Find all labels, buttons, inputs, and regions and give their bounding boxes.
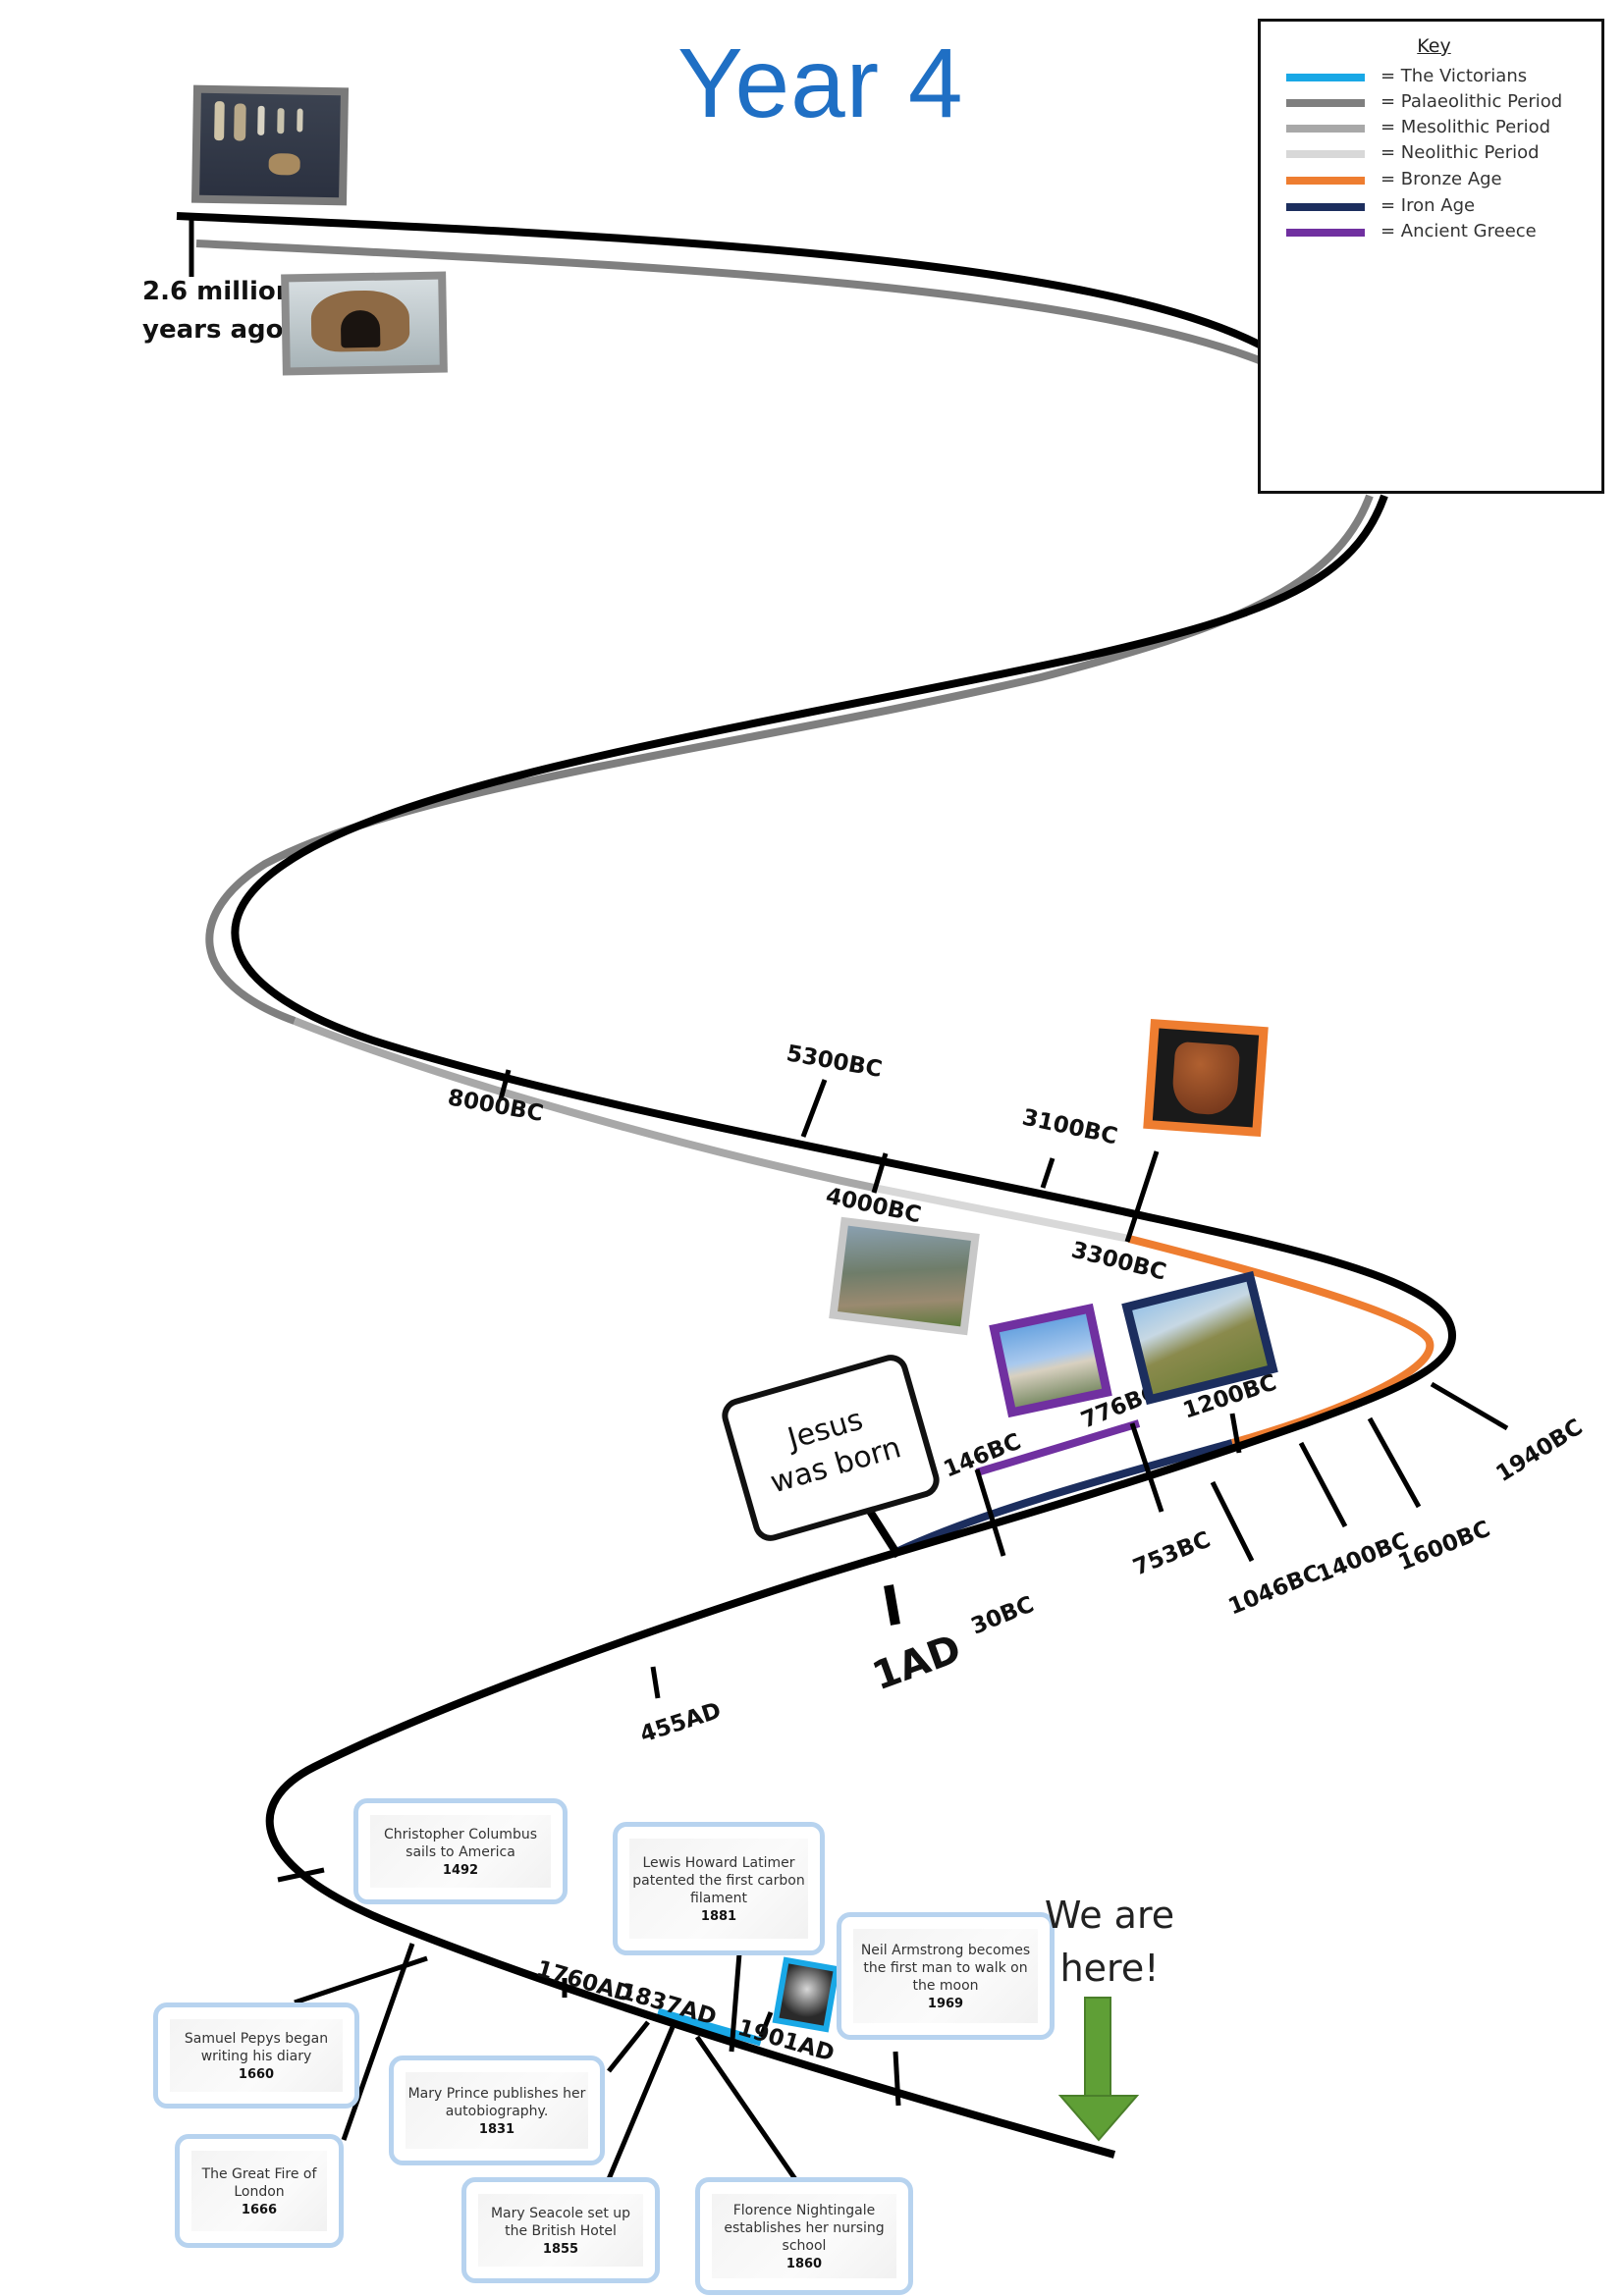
neolithic-band — [873, 1184, 1130, 1243]
event-card-pepys: Samuel Pepys began writing his diary 166… — [153, 2002, 359, 2109]
key-swatch — [1286, 177, 1365, 185]
key-swatch — [1286, 150, 1365, 158]
we-are-here-note: We are here! — [1041, 1889, 1178, 1995]
event-text: Christopher Columbus sails to America — [383, 1826, 538, 1860]
skull-photo — [281, 271, 448, 376]
event-card-great-fire: The Great Fire of London 1666 — [175, 2134, 344, 2248]
date-ticks — [189, 214, 1509, 2181]
event-text: Samuel Pepys began writing his diary — [184, 2030, 329, 2064]
event-text: Lewis Howard Latimer patented the first … — [632, 1854, 805, 1906]
event-text: Neil Armstrong becomes the first man to … — [860, 1942, 1031, 1994]
event-card-latimer: Lewis Howard Latimer patented the first … — [613, 1822, 825, 1955]
event-year: 1666 — [241, 2202, 278, 2217]
ancient-greece-band — [975, 1419, 1141, 1476]
date-1046bc: 1046BC — [1225, 1561, 1325, 1621]
key-panel: Key = The Victorians = Palaeolithic Peri… — [1258, 19, 1604, 494]
key-label: = The Victorians — [1380, 66, 1528, 86]
key-label: = Bronze Age — [1380, 169, 1502, 189]
victorians-band — [656, 2007, 763, 2047]
date-455ad: 455AD — [637, 1698, 725, 1748]
down-arrow-icon — [1057, 1997, 1140, 2142]
artefact-photo — [190, 84, 350, 206]
village-photo — [829, 1216, 980, 1336]
portrait-photo — [772, 1956, 840, 2033]
page-title: Year 4 — [677, 28, 964, 138]
event-year: 1969 — [927, 1996, 964, 2011]
key-label: = Neolithic Period — [1380, 142, 1540, 163]
key-swatch — [1286, 203, 1365, 211]
timeline-main-line — [176, 212, 1457, 2159]
date-30bc: 30BC — [968, 1592, 1038, 1640]
event-card-nightingale: Florence Nightingale establishes her nur… — [695, 2177, 913, 2295]
key-label: = Iron Age — [1380, 195, 1476, 216]
event-text: Mary Seacole set up the British Hotel — [490, 2205, 631, 2239]
key-label: = Ancient Greece — [1380, 221, 1537, 241]
key-swatch — [1286, 229, 1365, 237]
here-note-line2: here! — [1059, 1947, 1160, 1990]
event-year: 1492 — [442, 1862, 479, 1878]
key-swatch — [1286, 99, 1365, 107]
event-year: 1881 — [700, 1908, 737, 1924]
date-753bc: 753BC — [1130, 1527, 1215, 1581]
event-card-columbus: Christopher Columbus sails to America 14… — [353, 1798, 568, 1904]
key-swatch — [1286, 125, 1365, 133]
event-year: 1855 — [542, 2241, 579, 2257]
iron-age-band — [896, 1439, 1234, 1555]
date-5300bc: 5300BC — [785, 1041, 884, 1083]
event-text: Mary Prince publishes her autobiography. — [407, 2085, 586, 2119]
event-card-seacole: Mary Seacole set up the British Hotel 18… — [461, 2177, 660, 2283]
start-label-line1: 2.6 million — [142, 277, 294, 306]
event-year: 1660 — [238, 2066, 275, 2082]
event-card-armstrong: Neil Armstrong becomes the first man to … — [837, 1912, 1055, 2040]
date-1ad: 1AD — [867, 1627, 967, 1700]
here-note-line1: We are — [1044, 1894, 1175, 1937]
key-label: = Palaeolithic Period — [1380, 91, 1563, 112]
key-swatch — [1286, 74, 1365, 81]
pottery-photo — [1143, 1018, 1269, 1138]
date-3100bc: 3100BC — [1020, 1104, 1120, 1149]
event-text: The Great Fire of London — [201, 2165, 317, 2200]
start-label-line2: years ago — [142, 315, 284, 345]
event-year: 1831 — [478, 2121, 515, 2137]
key-label: = Mesolithic Period — [1380, 117, 1551, 137]
event-text: Florence Nightingale establishes her nur… — [724, 2202, 885, 2254]
mesolithic-band — [293, 1017, 875, 1192]
event-card-mary-prince: Mary Prince publishes her autobiography.… — [389, 2056, 605, 2165]
event-year: 1860 — [785, 2256, 823, 2271]
key-title: Key — [1417, 35, 1451, 57]
